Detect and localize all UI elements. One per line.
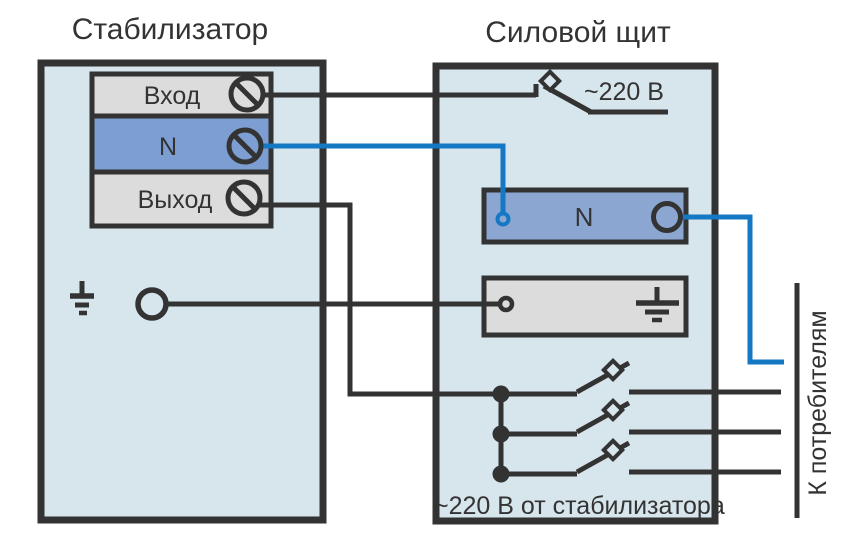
- mains-breaker-diamond-icon: [537, 68, 563, 94]
- screw-terminal-output-icon: [225, 179, 263, 217]
- ground-terminal-stabilizer: [135, 287, 169, 321]
- mains-voltage-label: ~220 В: [584, 78, 664, 106]
- junction-dot-3: [492, 465, 510, 483]
- screw-terminal-neutral-icon: [226, 127, 264, 165]
- stabilizer-feed-label: ~220 В от стабилизатора: [434, 492, 725, 520]
- output-wire: [258, 202, 501, 397]
- breaker3-diamond-icon: [600, 437, 626, 463]
- ground-icon-power-panel: [636, 287, 679, 323]
- consumers-label: К потребителям: [804, 310, 832, 495]
- neutral-wire-bus-to-consumers: [680, 214, 784, 365]
- neutral-bus-wire-terminal: [495, 211, 511, 227]
- terminal-output-label: Выход: [138, 186, 213, 214]
- ground-bus-wire-terminal: [497, 295, 515, 313]
- neutral-bus-screw-terminal: [651, 201, 683, 233]
- neutral-bus-label: N: [575, 202, 594, 232]
- terminal-input-label: Вход: [144, 82, 201, 110]
- screw-terminal-input-icon: [228, 75, 266, 113]
- junction-dot-1: [492, 385, 510, 403]
- stabilizer-title: Стабилизатор: [72, 13, 269, 46]
- breaker2-diamond-icon: [600, 397, 626, 423]
- junction-dot-2: [492, 425, 510, 443]
- ground-icon-stabilizer: [70, 281, 94, 316]
- terminal-neutral-label: N: [159, 133, 177, 161]
- ground-bus: [481, 275, 689, 338]
- power-panel-title: Силовой щит: [485, 16, 671, 49]
- neutral-wire-stabilizer-to-bus: [259, 143, 506, 213]
- breaker1-diamond-icon: [600, 357, 626, 383]
